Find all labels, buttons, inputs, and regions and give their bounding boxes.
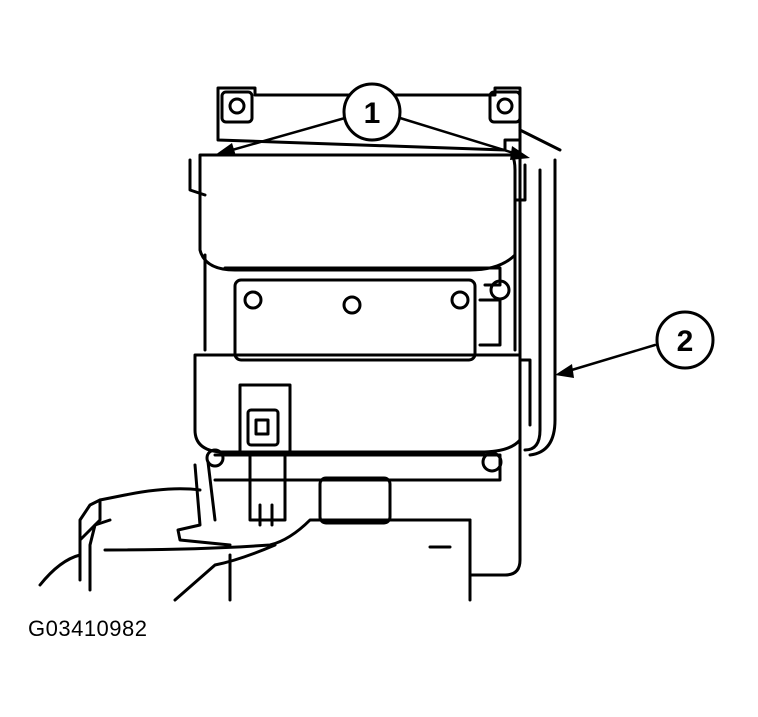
mounting-bolts [205,90,522,473]
bolt-top-left [220,90,254,124]
column-base [38,460,472,602]
callout-arrowheads [215,143,574,378]
figure-code: G03410982 [28,616,148,641]
bolt-lower-right [481,451,503,473]
bolt-top-right [488,90,522,124]
mounting-bracket [468,128,562,577]
callout-1-number: 1 [364,97,381,130]
callout-2-number: 2 [677,325,694,358]
callout-2: 2 [655,310,715,370]
panel-screws [243,290,470,315]
electrical-connector [238,383,292,527]
module-housing [188,86,532,525]
callout-leaders [223,116,657,374]
callout-1: 1 [342,82,402,142]
bolt-mid-right [489,279,511,301]
bolt-lower-left [205,448,225,468]
